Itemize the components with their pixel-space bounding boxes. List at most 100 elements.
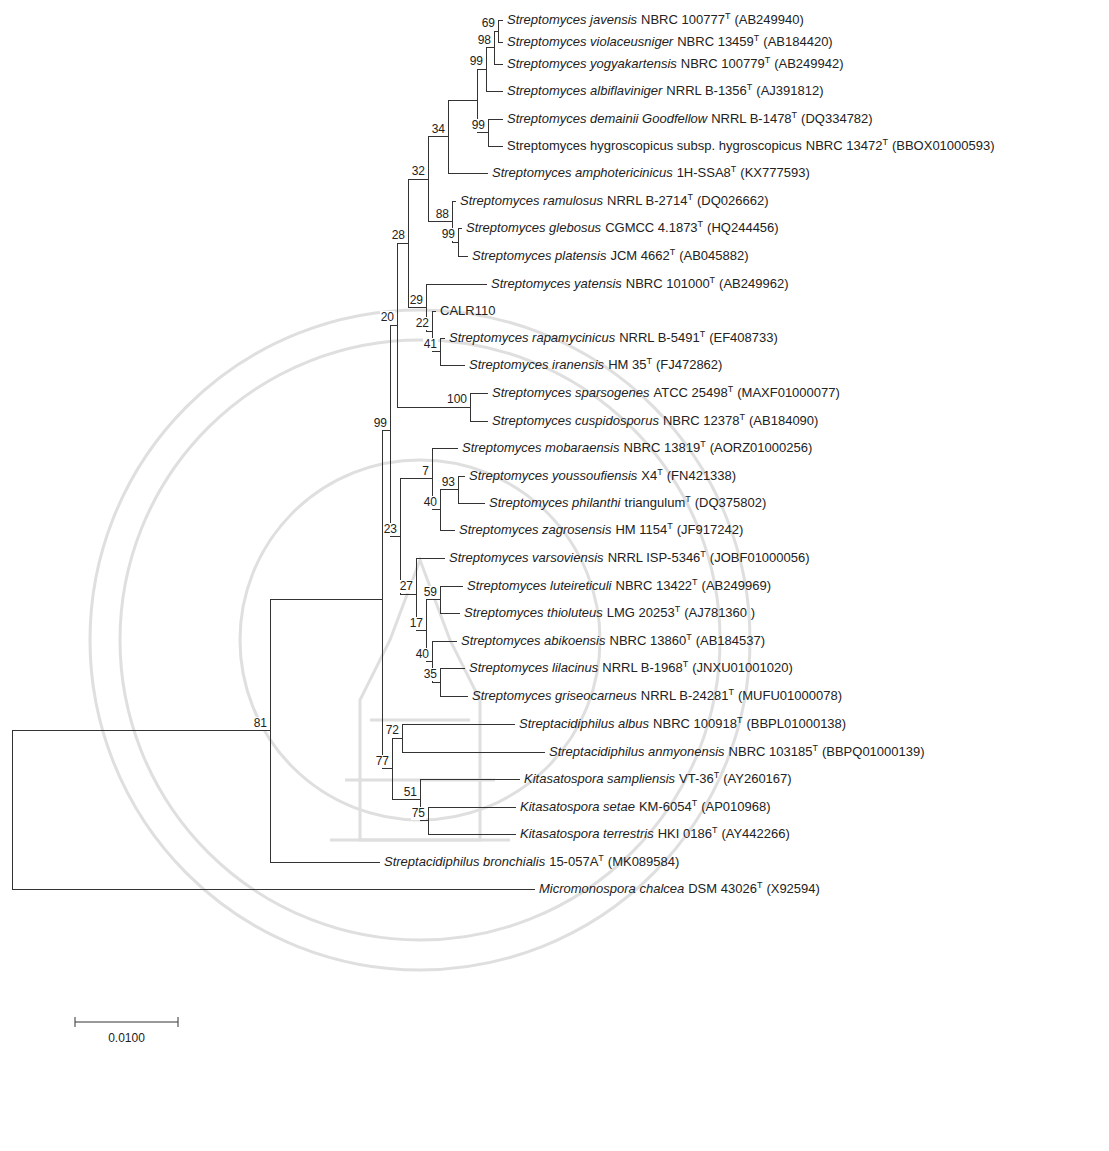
taxon-name: Streptomyces platensis	[472, 248, 606, 263]
taxon-label: Streptomyces lilacinusNRRL B-1968T(JNXU0…	[469, 659, 793, 678]
bootstrap-value: 59	[423, 586, 438, 599]
type-strain-mark: T	[700, 549, 706, 559]
accession-number: (AY442266)	[721, 826, 789, 841]
type-strain-mark: T	[685, 494, 691, 504]
bootstrap-value: 20	[380, 311, 395, 324]
strain-id: NBRC 13422	[616, 578, 693, 593]
taxon-label: Streptomyces philanthi triangulumT (DQ3758…	[489, 494, 766, 513]
strain-id: triangulum	[625, 495, 686, 510]
taxon-label: Streptomyces violaceusnigerNBRC 13459T(A…	[507, 33, 833, 52]
strain-id: NRRL B-1478	[711, 111, 791, 126]
strain-id: JCM 4662	[610, 248, 669, 263]
type-strain-mark: T	[692, 798, 698, 808]
taxon-label: Streptomyces yatensisNBRC 101000T(AB2499…	[491, 275, 789, 294]
strain-id: NBRC 13459	[677, 34, 754, 49]
taxon-label: Streptomyces hygroscopicus subsp. hygros…	[507, 137, 995, 156]
bootstrap-value: 7	[421, 465, 430, 478]
accession-number: (BBPL01000138)	[746, 716, 846, 731]
strain-id: NBRC 100779	[681, 56, 765, 71]
taxon-label: Streptomyces demainii Goodfellow NRRL B-1…	[507, 110, 873, 129]
strain-id: 15-057A	[549, 854, 598, 869]
bootstrap-value: 23	[383, 523, 398, 536]
type-strain-mark: T	[698, 219, 704, 229]
taxon-label: Streptomyces mobaraensisNBRC 13819T(AORZ…	[462, 439, 812, 458]
accession-number: (AB249969)	[702, 578, 771, 593]
taxon-label: Kitasatospora terrestrisHKI 0186T(AY4422…	[520, 825, 790, 844]
accession-number: (KX777593)	[740, 165, 809, 180]
taxon-name: Streptacidiphilus bronchialis	[384, 854, 545, 869]
taxon-label: Streptomyces abikoensisNBRC 13860T(AB184…	[461, 632, 765, 651]
accession-number: (DQ334782)	[801, 111, 873, 126]
taxon-label: Streptomyces youssoufiensisX4T(FN421338)	[469, 467, 736, 486]
accession-number: (AB249942)	[774, 56, 843, 71]
type-strain-mark: T	[712, 825, 718, 835]
type-strain-mark: T	[740, 412, 746, 422]
type-strain-mark: T	[700, 439, 706, 449]
accession-number: (HQ244456)	[707, 220, 779, 235]
strain-id: NBRC 13860	[610, 633, 687, 648]
bootstrap-value: 29	[409, 294, 424, 307]
strain-id: DSM 43026	[688, 881, 757, 896]
bootstrap-value: 32	[411, 165, 426, 178]
taxon-label: Streptomyces platensisJCM 4662T(AB045882…	[472, 247, 749, 266]
type-strain-mark: T	[747, 82, 753, 92]
type-strain-mark: T	[657, 467, 663, 477]
taxon-label: Streptomyces varsoviensisNRRL ISP-5346T(…	[449, 549, 810, 568]
taxon-name: Streptomyces rapamycinicus	[449, 330, 615, 345]
accession-number: (X92594)	[766, 881, 819, 896]
taxon-label: CALR110	[440, 302, 495, 319]
taxon-name: Micromonospora chalcea	[539, 881, 684, 896]
strain-id: LMG 20253	[607, 605, 675, 620]
taxon-label: Streptomyces rapamycinicusNRRL B-5491T(E…	[449, 329, 778, 348]
taxon-name: Streptomyces yogyakartensis	[507, 56, 677, 71]
strain-id: ATCC 25498	[654, 385, 728, 400]
taxon-label: Streptomyces cuspidosporusNBRC 12378T(AB…	[492, 412, 818, 431]
strain-id: NBRC 12378	[663, 413, 740, 428]
taxon-name: Streptomyces amphotericinicus	[492, 165, 673, 180]
bootstrap-value: 99	[471, 119, 486, 132]
taxon-name: Streptomyces youssoufiensis	[469, 468, 637, 483]
accession-number: (MUFU01000078)	[738, 688, 842, 703]
taxon-name: Streptomyces thioluteus	[464, 605, 603, 620]
accession-number: (DQ375802)	[695, 495, 767, 510]
type-strain-mark: T	[675, 604, 681, 614]
strain-id: NRRL B-1968	[602, 660, 682, 675]
bootstrap-value: 100	[446, 393, 468, 406]
accession-number: (AJ781360 )	[684, 605, 755, 620]
taxon-label: Streptomyces iranensisHM 35T(FJ472862)	[469, 356, 722, 375]
type-strain-mark: T	[714, 770, 720, 780]
accession-number: (AB045882)	[679, 248, 748, 263]
taxon-name: Streptomyces luteireticuli	[467, 578, 612, 593]
taxon-name: Streptomyces demainii Goodfellow	[507, 111, 707, 126]
taxon-name: Streptomyces lilacinus	[469, 660, 598, 675]
bootstrap-value: 77	[375, 755, 390, 768]
taxon-label: Streptomyces glebosusCGMCC 4.1873T(HQ244…	[466, 219, 779, 238]
strain-id: CGMCC 4.1873	[605, 220, 697, 235]
type-strain-mark: T	[765, 55, 771, 65]
taxon-name: Streptomyces ramulosus	[460, 193, 603, 208]
taxon-name: Streptomyces philanthi	[489, 495, 621, 510]
bootstrap-value: 41	[423, 338, 438, 351]
strain-id: VT-36	[679, 771, 714, 786]
bootstrap-value: 81	[253, 717, 268, 730]
taxon-label: Streptomyces javensisNBRC 100777T(AB2499…	[507, 11, 804, 30]
taxon-name: Streptomyces sparsogenes	[492, 385, 650, 400]
accession-number: (AY260167)	[723, 771, 791, 786]
type-strain-mark: T	[737, 715, 743, 725]
taxon-name: Streptomyces albiflaviniger	[507, 83, 662, 98]
bootstrap-value: 17	[409, 617, 424, 630]
type-strain-mark: T	[683, 659, 689, 669]
taxon-label: Micromonospora chalceaDSM 43026T(X92594)	[539, 880, 820, 899]
strain-id: NBRC 13819	[624, 440, 701, 455]
strain-id: NBRC 101000	[626, 276, 710, 291]
strain-id: NRRL B-2714	[607, 193, 687, 208]
bootstrap-value: 69	[481, 17, 496, 30]
bootstrap-value: 35	[423, 668, 438, 681]
accession-number: (AP010968)	[701, 799, 770, 814]
strain-id: NBRC 100918	[653, 716, 737, 731]
accession-number: (EF408733)	[709, 330, 778, 345]
taxon-label: Kitasatospora setaeKM-6054T(AP010968)	[520, 798, 771, 817]
accession-number: (AORZ01000256)	[710, 440, 813, 455]
type-strain-mark: T	[710, 275, 716, 285]
taxon-label: Streptomyces albiflavinigerNRRL B-1356T(…	[507, 82, 824, 101]
